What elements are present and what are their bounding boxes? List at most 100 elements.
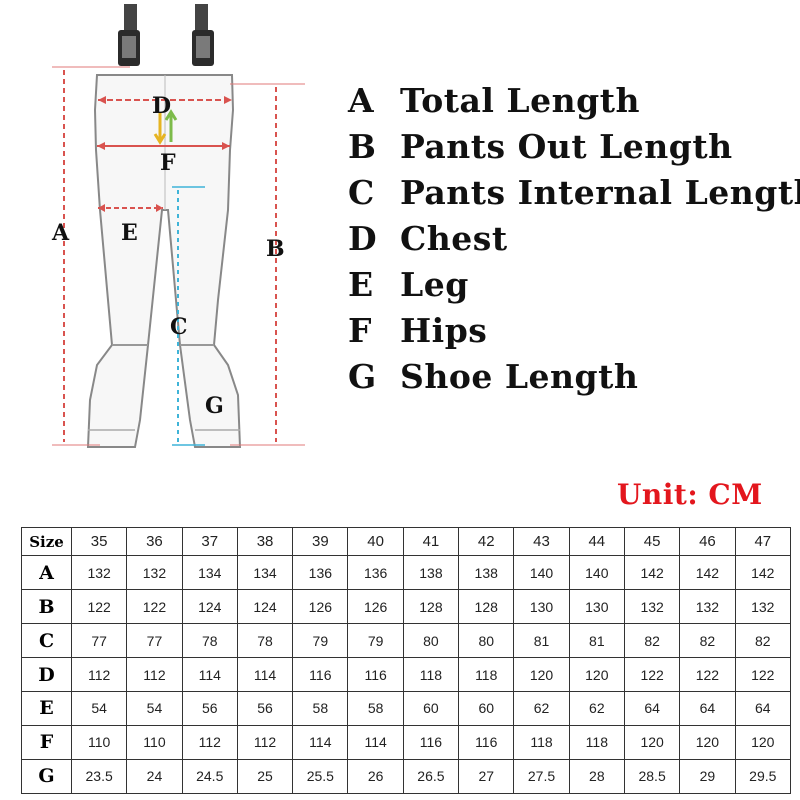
- table-cell: 118: [458, 657, 515, 692]
- row-key: F: [21, 724, 72, 760]
- table-cell: 114: [347, 724, 404, 760]
- unit-label: Unit: CM: [617, 478, 763, 511]
- table-cell: 128: [402, 589, 460, 625]
- legend-key: A: [348, 81, 375, 120]
- label-g: G: [205, 393, 224, 419]
- table-cell: 140: [513, 555, 570, 591]
- label-d: D: [152, 93, 171, 119]
- table-cell: 114: [181, 657, 238, 692]
- legend-key: F: [348, 311, 372, 350]
- table-cell: 142: [623, 555, 681, 591]
- table-cell: 142: [734, 555, 792, 591]
- table-cell: 112: [181, 724, 238, 760]
- size-header-label: Size: [21, 526, 72, 557]
- size-header-cell: 35: [70, 526, 128, 557]
- table-cell: 78: [236, 623, 294, 659]
- table-cell: 54: [126, 691, 183, 726]
- table-cell: 26: [347, 758, 404, 795]
- table-cell: 132: [679, 589, 736, 625]
- table-cell: 122: [734, 657, 792, 692]
- table-cell: 112: [236, 724, 294, 760]
- suspender-straps: [118, 4, 214, 66]
- table-cell: 58: [347, 691, 404, 726]
- table-cell: 120: [679, 724, 736, 760]
- table-cell: 62: [568, 691, 625, 726]
- table-cell: 116: [292, 657, 349, 692]
- table-cell: 82: [679, 623, 736, 659]
- table-cell: 118: [568, 724, 625, 760]
- legend-text: Shoe Length: [400, 357, 639, 396]
- table-cell: 130: [568, 589, 625, 625]
- label-c: C: [170, 314, 188, 340]
- table-cell: 130: [513, 589, 570, 625]
- table-cell: 142: [679, 555, 736, 591]
- table-cell: 124: [181, 589, 238, 625]
- table-cell: 25: [236, 758, 294, 795]
- table-cell: 120: [623, 724, 681, 760]
- table-cell: 132: [126, 555, 183, 591]
- table-cell: 122: [623, 657, 681, 692]
- size-header-cell: 42: [458, 526, 515, 557]
- table-cell: 120: [513, 657, 570, 692]
- legend-item-b: B Pants Out Length: [348, 124, 800, 170]
- table-cell: 126: [347, 589, 404, 625]
- table-cell: 124: [236, 589, 294, 625]
- table-cell: 116: [458, 724, 515, 760]
- legend-text: Leg: [400, 265, 469, 304]
- table-cell: 64: [623, 691, 681, 726]
- arrow-indicator: [153, 109, 178, 145]
- table-cell: 138: [402, 555, 460, 591]
- table-cell: 23.5: [70, 758, 128, 795]
- table-cell: 136: [347, 555, 404, 591]
- table-cell: 114: [292, 724, 349, 760]
- size-header-cell: 38: [236, 526, 294, 557]
- table-cell: 64: [734, 691, 792, 726]
- table-cell: 80: [402, 623, 460, 659]
- table-cell: 24: [126, 758, 183, 795]
- table-cell: 128: [458, 589, 515, 625]
- table-cell: 132: [70, 555, 128, 591]
- legend-text: Total Length: [400, 81, 640, 120]
- table-cell: 134: [181, 555, 238, 591]
- table-cell: 60: [458, 691, 515, 726]
- legend-text: Pants Internal Length: [400, 173, 800, 212]
- table-cell: 79: [292, 623, 349, 659]
- table-cell: 112: [126, 657, 183, 692]
- marker-e: [98, 204, 163, 212]
- table-cell: 29: [679, 758, 736, 795]
- row-key: B: [21, 589, 72, 625]
- table-cell: 27.5: [513, 758, 570, 795]
- row-key: A: [21, 555, 72, 591]
- size-header-cell: 46: [679, 526, 736, 557]
- table-cell: 58: [292, 691, 349, 726]
- legend-item-a: A Total Length: [348, 78, 800, 124]
- table-cell: 80: [458, 623, 515, 659]
- size-header-cell: 47: [734, 526, 792, 557]
- marker-b: [230, 83, 305, 446]
- wader-illustration: A B C D E F G: [51, 4, 305, 448]
- table-cell: 116: [402, 724, 460, 760]
- size-header-cell: 40: [347, 526, 404, 557]
- table-cell: 77: [70, 623, 128, 659]
- table-cell: 132: [734, 589, 792, 625]
- size-header-cell: 37: [181, 526, 238, 557]
- table-cell: 122: [679, 657, 736, 692]
- marker-d: [98, 96, 232, 104]
- table-cell: 25.5: [292, 758, 349, 795]
- table-cell: 118: [513, 724, 570, 760]
- table-cell: 82: [734, 623, 792, 659]
- table-cell: 28.5: [623, 758, 681, 795]
- legend-key: G: [348, 357, 377, 396]
- table-cell: 56: [236, 691, 294, 726]
- legend-key: B: [348, 127, 377, 166]
- legend-text: Pants Out Length: [400, 127, 733, 166]
- table-cell: 120: [568, 657, 625, 692]
